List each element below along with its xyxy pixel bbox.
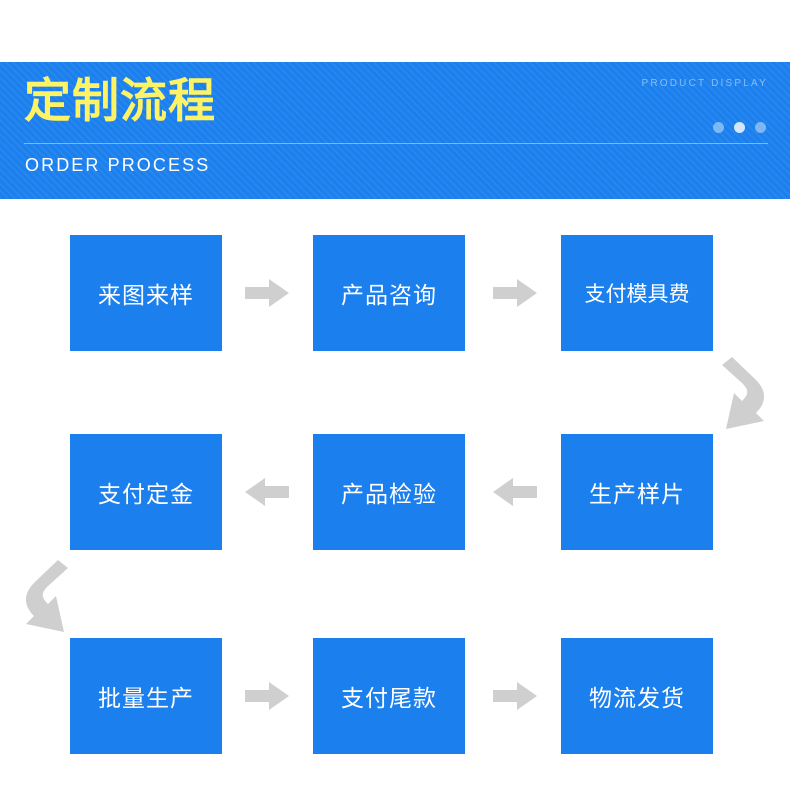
page-header-banner: 定制流程 ORDER PROCESS PRODUCT DISPLAY: [0, 62, 790, 199]
flow-node-7[interactable]: 批量生产: [70, 638, 222, 754]
arrow-right-icon-4: [493, 681, 537, 711]
flow-node-3[interactable]: 支付模具费: [561, 235, 713, 351]
arrow-right-icon-3: [245, 681, 289, 711]
arrow-right-icon-1: [245, 278, 289, 308]
header-dot-3: [755, 122, 766, 133]
flow-node-9[interactable]: 物流发货: [561, 638, 713, 754]
curved-arrow-down-left-icon: [716, 355, 782, 433]
header-eyebrow-label: PRODUCT DISPLAY: [641, 78, 768, 89]
header-divider: [24, 143, 768, 144]
flow-node-2[interactable]: 产品咨询: [313, 235, 465, 351]
header-dot-group: [713, 122, 766, 133]
header-dot-1: [713, 122, 724, 133]
flow-node-8[interactable]: 支付尾款: [313, 638, 465, 754]
header-dot-2: [734, 122, 745, 133]
page-title: 定制流程: [24, 74, 216, 127]
order-process-flowchart: 来图来样 产品咨询 支付模具费 支付定金 产品检验 生产样片: [0, 199, 790, 805]
flow-node-6[interactable]: 生产样片: [561, 434, 713, 550]
curved-arrow-down-right-icon: [8, 558, 74, 636]
arrow-left-icon-2: [493, 477, 537, 507]
flow-node-5[interactable]: 产品检验: [313, 434, 465, 550]
arrow-right-icon-2: [493, 278, 537, 308]
flow-node-1[interactable]: 来图来样: [70, 235, 222, 351]
arrow-left-icon-1: [245, 477, 289, 507]
page-subtitle: ORDER PROCESS: [25, 155, 211, 175]
flow-node-4[interactable]: 支付定金: [70, 434, 222, 550]
